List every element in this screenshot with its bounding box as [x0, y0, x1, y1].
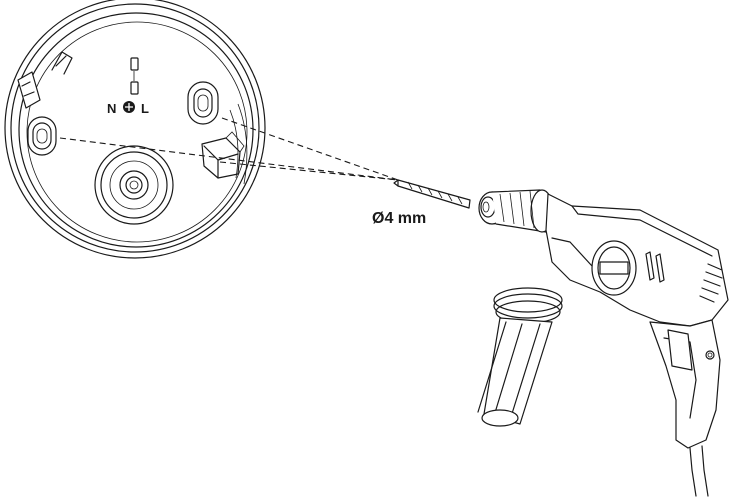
- lock-button: [705, 350, 715, 360]
- base-clip-left: [17, 71, 41, 109]
- cable-entry: [94, 145, 174, 225]
- side-handle: [477, 287, 563, 427]
- mounting-base: N L: [4, 0, 266, 259]
- drill-bit-icon: [393, 179, 471, 209]
- power-cord: [689, 445, 709, 497]
- ground-terminal: [123, 101, 135, 113]
- electric-drill: [393, 179, 729, 497]
- drill-bit-size-label: Ø4 mm: [372, 210, 426, 227]
- mode-selector-knob: [591, 240, 637, 296]
- terminal-l-label: L: [141, 101, 149, 116]
- pistol-grip: [649, 319, 721, 449]
- base-clip-top: [51, 51, 73, 75]
- drill-housing: [545, 193, 729, 327]
- drill-chuck: [478, 189, 554, 233]
- drill-guide-lines: [59, 117, 399, 181]
- terminal-slots: [130, 57, 139, 95]
- terminal-n-label: N: [107, 101, 116, 116]
- trigger: [667, 329, 693, 371]
- mounting-slot-right: [187, 81, 219, 125]
- mounting-slot-left: [27, 116, 57, 156]
